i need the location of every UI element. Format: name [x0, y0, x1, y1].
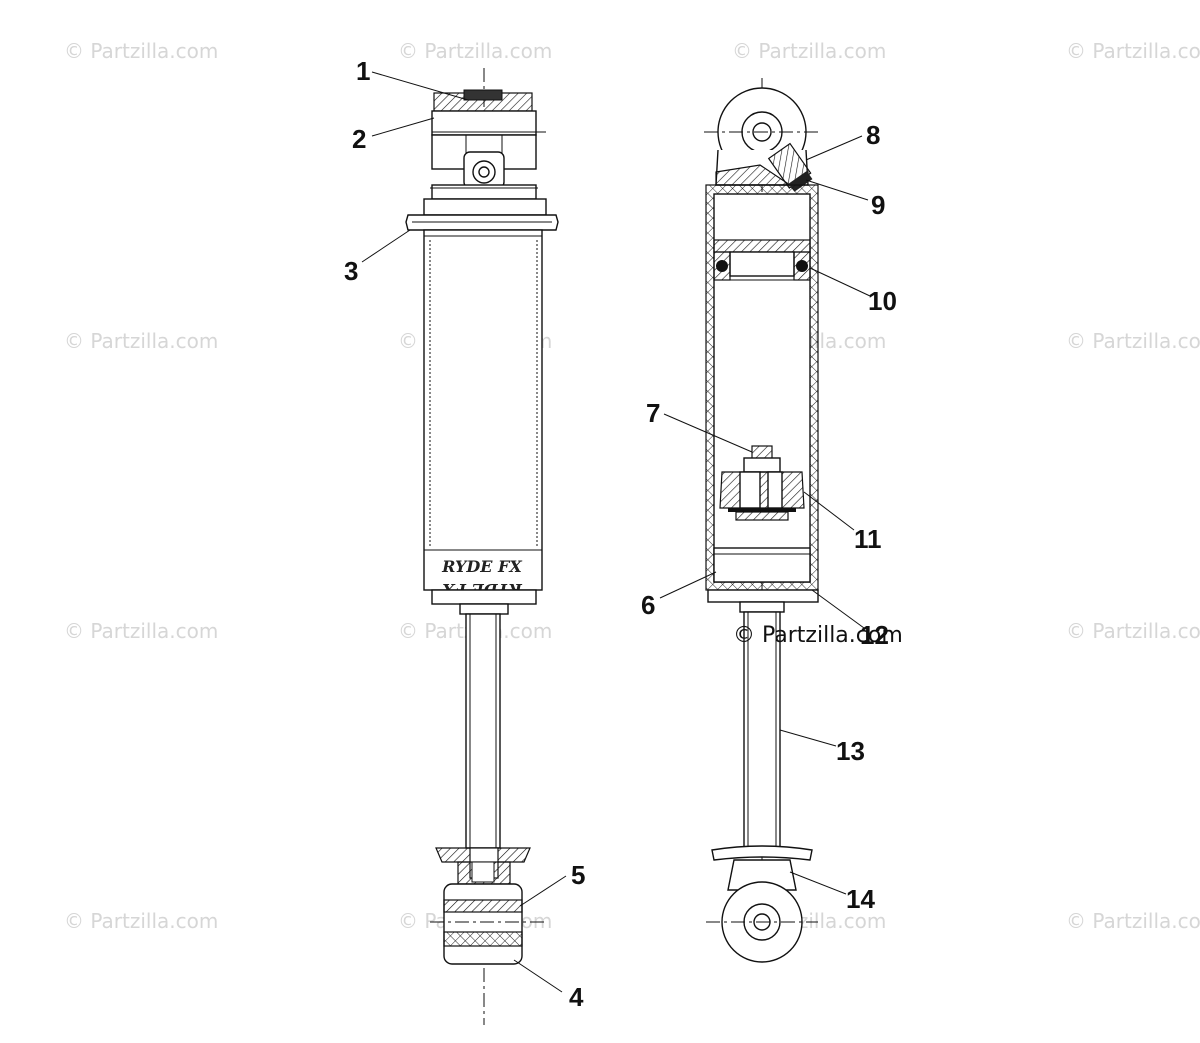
- callout-5: 5: [571, 860, 585, 890]
- shim-stack: [735, 511, 789, 521]
- seal-head: [713, 547, 811, 583]
- eye-bushing: [443, 899, 523, 913]
- leader-13: [779, 729, 837, 747]
- body-end: [431, 589, 537, 605]
- logo-text: RYDE FX: [441, 557, 522, 576]
- cap-bumper: [463, 89, 503, 101]
- schrader-valve: [472, 160, 496, 184]
- leader-7: [663, 413, 753, 453]
- shaft: [465, 613, 501, 849]
- bottom-retainer: [711, 845, 813, 861]
- leader-5: [519, 875, 567, 907]
- shaft: [743, 611, 781, 849]
- watermarks: © Partzilla.com © Partzilla.com © Partzi…: [64, 39, 1200, 933]
- body-end: [707, 589, 819, 603]
- shim-stack: [728, 508, 796, 512]
- leader-4: [513, 959, 563, 993]
- eye-neck: [727, 859, 797, 891]
- leader-11: [803, 491, 855, 531]
- callout-8: 8: [866, 120, 880, 150]
- bumper: [739, 601, 785, 613]
- shock-body: [423, 229, 543, 591]
- callout-3: 3: [344, 256, 358, 286]
- callout-11: 11: [854, 524, 882, 554]
- copyright-stamp: © Partzilla.com: [733, 623, 903, 648]
- watermark: © Partzilla.com: [64, 909, 218, 933]
- watermark: © Partzilla.com: [398, 39, 552, 63]
- leader-10: [809, 267, 871, 297]
- collar: [423, 198, 547, 216]
- o-ring: [796, 260, 808, 272]
- floating-piston-top: [713, 239, 811, 253]
- schrader-valve-core: [478, 166, 490, 178]
- neck: [431, 184, 537, 200]
- watermark: © Partzilla.com: [1066, 909, 1200, 933]
- bottom-eye: [443, 883, 523, 965]
- callout-13: 13: [836, 736, 865, 766]
- watermark: © Partzilla.com: [1066, 39, 1200, 63]
- callout-6: 6: [641, 590, 655, 620]
- leader-8: [805, 135, 863, 161]
- watermark: © Partzilla.com: [732, 39, 886, 63]
- callout-9: 9: [871, 190, 885, 220]
- watermark: © Partzilla.com: [64, 619, 218, 643]
- watermark: © Partzilla.com: [64, 329, 218, 353]
- eye-bore: [752, 122, 772, 142]
- eye-bore: [471, 861, 495, 883]
- watermark: © Partzilla.com: [1066, 619, 1200, 643]
- cap-housing: [431, 110, 537, 136]
- callouts: 1 2 3 4 5 6 7 8 9 10 11 12 13 14: [344, 56, 897, 1012]
- leader-9: [805, 179, 869, 201]
- right-shock-assembly: [704, 78, 820, 963]
- piston-port: [739, 471, 761, 509]
- watermark: © Partzilla.com: [64, 39, 218, 63]
- callout-2: 2: [352, 124, 366, 154]
- callout-4: 4: [569, 982, 584, 1012]
- watermark: © Partzilla.com: [1066, 329, 1200, 353]
- leader-14: [789, 871, 847, 895]
- leader-3: [361, 229, 411, 263]
- callout-10: 10: [868, 286, 897, 316]
- leader-1: [371, 71, 469, 101]
- o-ring: [716, 260, 728, 272]
- callout-7: 7: [646, 398, 660, 428]
- left-shock-assembly: RYDE FX RYDE FX: [405, 68, 559, 1025]
- leader-2: [371, 117, 435, 137]
- leader-6: [659, 571, 717, 599]
- eye-bushing: [443, 931, 523, 947]
- leader-lines: [361, 71, 871, 993]
- seal-head: [459, 603, 509, 615]
- piston: [719, 471, 805, 509]
- callout-14: 14: [846, 884, 875, 914]
- piston-port: [767, 471, 783, 509]
- leader-12: [811, 589, 865, 629]
- callout-1: 1: [356, 56, 370, 86]
- callout-12: 12: [860, 620, 889, 650]
- nut-washer: [743, 457, 781, 473]
- floating-piston-body: [729, 251, 795, 277]
